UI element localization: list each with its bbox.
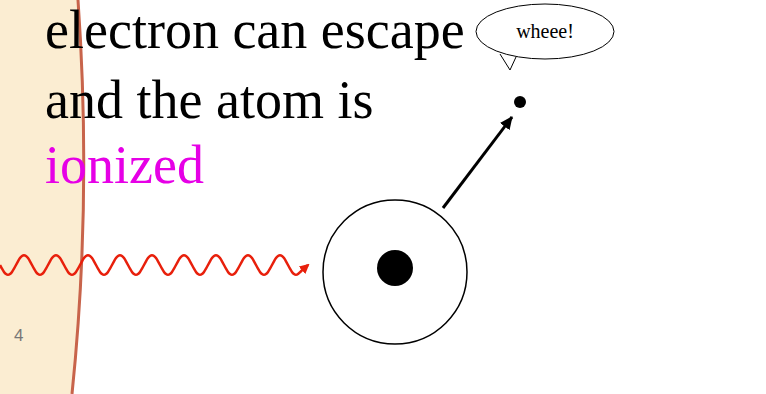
bubble-tail [500, 54, 516, 70]
label-text: ionized [45, 135, 204, 195]
label-text: electron can escape [45, 0, 465, 60]
bubble-text: wheee! [516, 20, 574, 43]
slide-number: 4 [14, 326, 23, 346]
atom-circle [323, 200, 467, 344]
highlight-word: ionized [45, 134, 204, 196]
label-text: and the atom is [45, 70, 373, 130]
photon-wave [0, 255, 308, 274]
label-text: 4 [14, 326, 23, 345]
electron-dot [514, 96, 526, 108]
nucleus-dot [377, 250, 413, 286]
caption-line: and the atom is [45, 69, 373, 131]
speech-bubble: wheee! [475, 3, 615, 60]
escape-arrow [443, 117, 512, 208]
caption-line: electron can escape [45, 0, 465, 61]
